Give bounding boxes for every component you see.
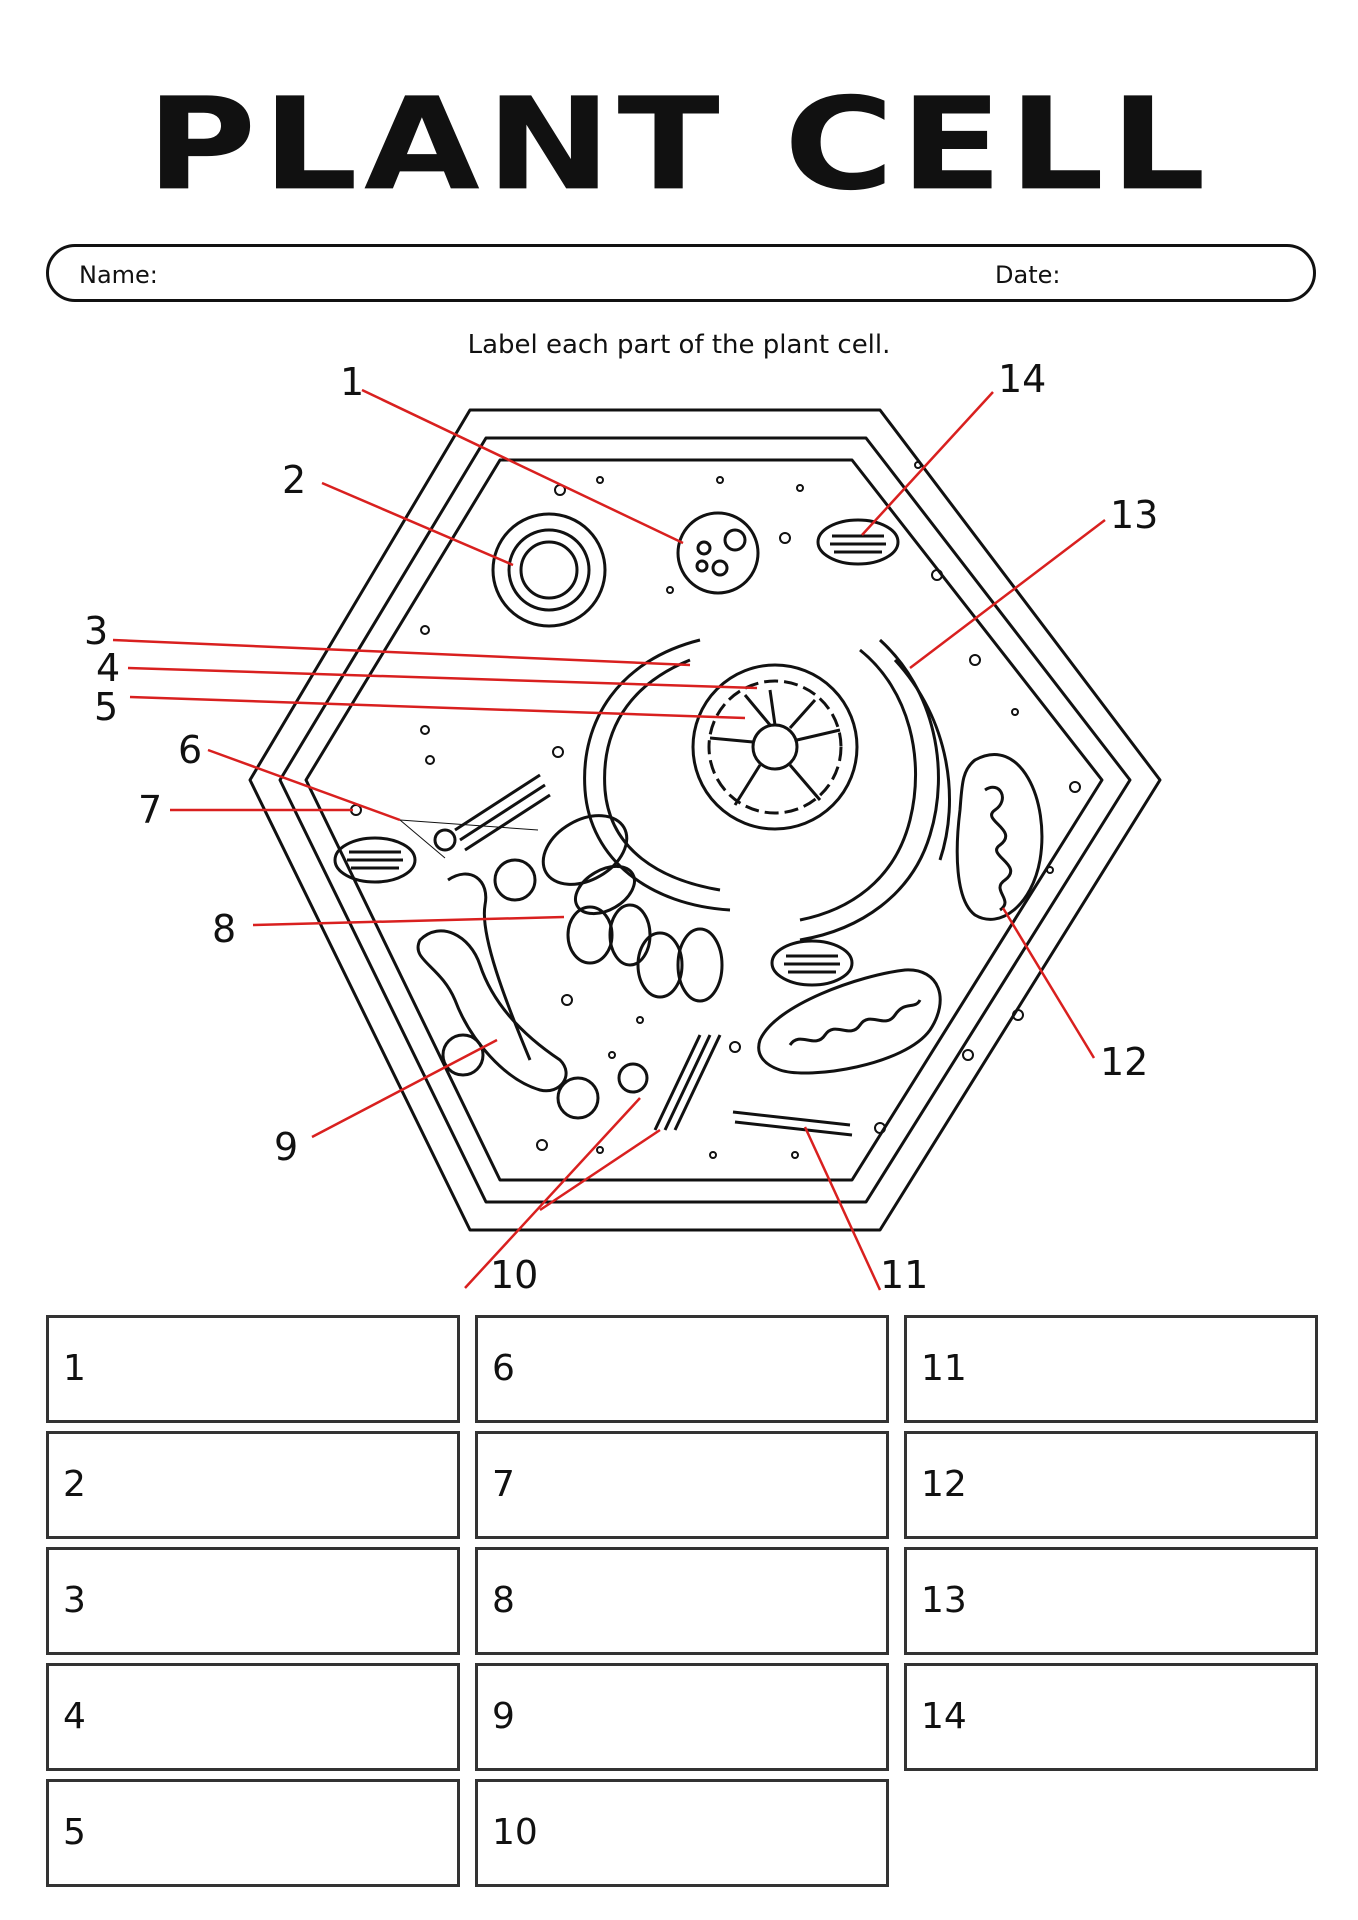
answer-box-9[interactable]: 9 [475,1663,889,1771]
vesicles [416,828,649,1120]
diagram-label-9: 9 [274,1125,298,1169]
diagram-label-1: 1 [340,360,364,404]
organelle-1 [676,511,760,595]
plant-cell-diagram: 1 2 3 4 5 6 7 8 9 10 11 12 13 14 [84,360,1162,1297]
leader-lines [112,388,1106,1291]
answer-box-number: 10 [492,1812,538,1853]
diagram-number-labels: 1 2 3 4 5 6 7 8 9 10 11 12 13 14 [84,360,1158,1297]
answer-box-3[interactable]: 3 [46,1547,460,1655]
instruction-text: Label each part of the plant cell. [467,330,891,360]
answer-box-number: 14 [921,1696,967,1737]
answer-box-10[interactable]: 10 [475,1779,889,1887]
mitochondria [757,753,1044,1075]
answer-box-number: 2 [63,1464,86,1505]
date-label: Date: [995,261,1061,289]
answer-box-number: 11 [921,1348,967,1389]
answer-box-number: 12 [921,1464,967,1505]
diagram-label-5: 5 [94,685,118,729]
organelle-2 [491,512,607,628]
answer-box-13[interactable]: 13 [904,1547,1318,1655]
answer-box-number: 3 [63,1580,86,1621]
nucleus [691,663,859,831]
answer-box-number: 8 [492,1580,515,1621]
answer-box-number: 7 [492,1464,515,1505]
cytoplasm-dots [350,461,1081,1159]
answer-box-number: 4 [63,1696,86,1737]
answer-box-7[interactable]: 7 [475,1431,889,1539]
answer-box-1[interactable]: 1 [46,1315,460,1423]
cell-wall [248,408,1162,1232]
diagram-label-6: 6 [178,728,202,772]
answer-box-2[interactable]: 2 [46,1431,460,1539]
answer-box-14[interactable]: 14 [904,1663,1318,1771]
name-date-bar: Name: Date: [46,244,1316,302]
answer-box-number: 9 [492,1696,515,1737]
chloroplast-group [333,518,900,987]
diagram-label-12: 12 [1100,1040,1148,1084]
diagram-label-14: 14 [998,360,1046,401]
answer-box-number: 6 [492,1348,515,1389]
diagram-label-4: 4 [96,646,120,690]
diagram-label-10: 10 [490,1253,538,1297]
diagram-label-2: 2 [282,458,306,502]
cytoskeleton [399,773,853,1137]
worksheet-title: PLANT CELL [146,71,1212,219]
answer-box-8[interactable]: 8 [475,1547,889,1655]
answer-box-number: 1 [63,1348,86,1389]
answer-box-12[interactable]: 12 [904,1431,1318,1539]
answer-box-4[interactable]: 4 [46,1663,460,1771]
diagram-label-7: 7 [138,788,162,832]
answer-box-number: 13 [921,1580,967,1621]
endoplasmic-reticulum [583,638,952,942]
diagram-label-11: 11 [880,1253,928,1297]
diagram-label-8: 8 [212,907,236,951]
answer-box-6[interactable]: 6 [475,1315,889,1423]
answer-box-11[interactable]: 11 [904,1315,1318,1423]
name-label: Name: [79,261,158,289]
diagram-label-13: 13 [1110,493,1158,537]
answer-box-number: 5 [63,1812,86,1853]
golgi-apparatus [541,814,724,1003]
answer-box-5[interactable]: 5 [46,1779,460,1887]
diagram-label-3: 3 [84,609,108,653]
